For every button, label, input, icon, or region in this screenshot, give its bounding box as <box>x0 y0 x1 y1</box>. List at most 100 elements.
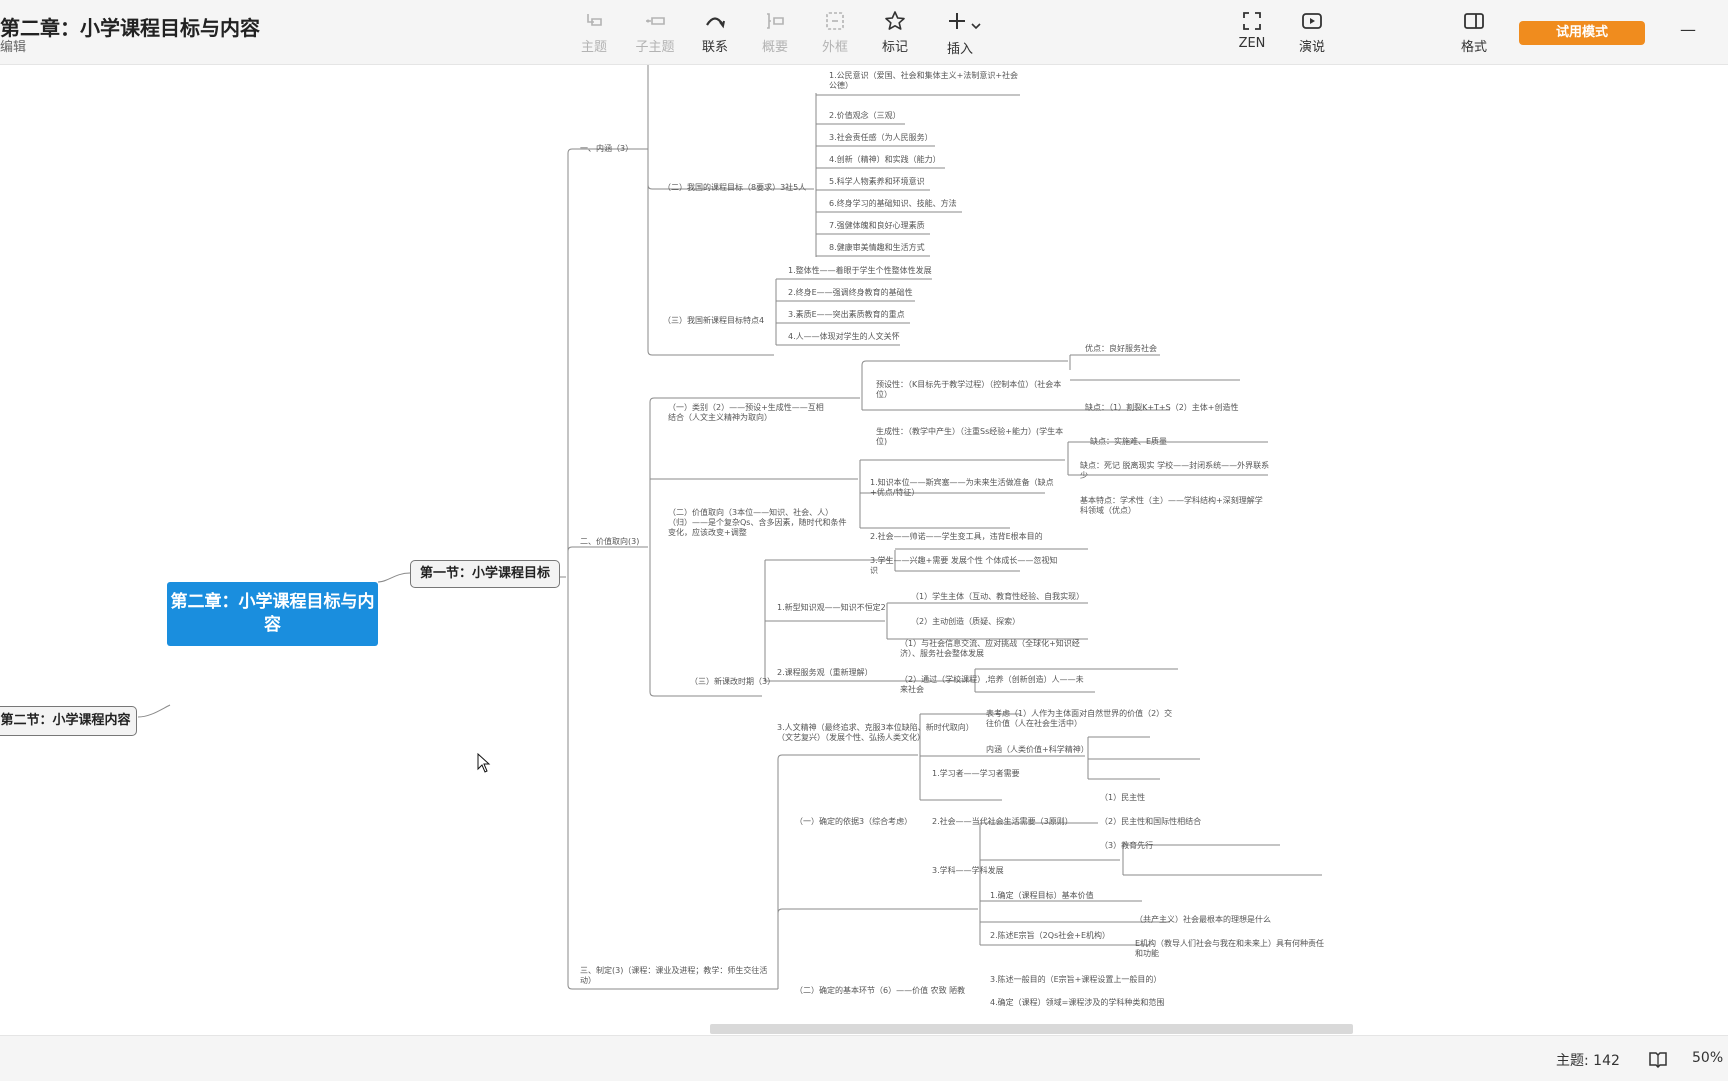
section-topic-2[interactable]: 第二节：小学课程内容 <box>0 706 137 736</box>
relation-icon <box>706 17 725 29</box>
leaf-node[interactable]: 2.社会——当代社会生活需要（3原则） <box>932 817 1073 826</box>
insert-label: 插入 <box>946 42 973 57</box>
leaf-node[interactable]: 优点：良好服务社会 <box>1085 344 1157 353</box>
leaf-node[interactable]: 5.科学人物素养和环境意识 <box>829 177 925 186</box>
leaf-node[interactable]: 1.确定（课程目标）基本价值 <box>990 891 1094 900</box>
leaf-node[interactable]: 1.知识本位——斯宾塞——为未来生活做准备（缺点+优点/特征） <box>870 478 1054 497</box>
branch-node[interactable]: （二）确定的基本环节（6）——价值 农致 陋教 <box>795 986 966 995</box>
topic-icon <box>587 14 602 26</box>
boundary-button[interactable]: 外框 <box>805 10 865 58</box>
leaf-node[interactable]: 预设性：（K目标先于教学过程）（控制本位）（社会本位） <box>876 380 1062 399</box>
topic-count: 主题: 142 <box>1556 1053 1620 1069</box>
branch-node[interactable]: （三）我国新课程目标特点4 <box>663 316 765 325</box>
zen-label: ZEN <box>1238 36 1266 51</box>
leaf-node[interactable]: 3.素质E——突出素质教育的重点 <box>788 310 905 319</box>
leaf-node[interactable]: 2.价值观念（三观） <box>829 111 901 120</box>
connector <box>649 691 762 697</box>
format-panel-icon <box>1464 13 1484 29</box>
subtopic-label: 子主题 <box>635 40 675 55</box>
mindmap-canvas[interactable]: 第二章：小学课程目标与内容 第一节：小学课程目标 第二节：小学课程内容 一、内涵… <box>0 65 1728 1025</box>
boundary-icon <box>826 12 844 30</box>
relation-label: 联系 <box>701 40 728 55</box>
connector <box>777 908 978 914</box>
zen-button[interactable]: ZEN <box>1222 10 1282 58</box>
leaf-node[interactable]: 1.公民意识（爱国、社会和集体主义+法制意识+社会公德） <box>829 71 1019 90</box>
leaf-node[interactable]: 缺点：（1）割裂K+T+S（2）主体+创造性 <box>1085 403 1239 412</box>
branch-node[interactable]: （三）新课改时期（3） <box>690 677 776 686</box>
document-title[interactable]: 第二章：小学课程目标与内容 <box>0 16 260 40</box>
document-subtitle: 编辑 <box>0 40 27 55</box>
leaf-node[interactable]: （1）学生主体（互动、教育性经验、自我实现） <box>911 592 1085 601</box>
present-label: 演说 <box>1298 40 1325 55</box>
leaf-node[interactable]: （1）民主性 <box>1100 793 1146 802</box>
connector <box>377 572 411 583</box>
marker-button[interactable]: 标记 <box>865 10 925 58</box>
leaf-node[interactable]: 缺点：实施难、E质量 <box>1090 437 1168 446</box>
leaf-node[interactable]: 3.社会责任感（为人民服务） <box>829 133 933 142</box>
leaf-node[interactable]: （3）教育先行 <box>1100 841 1154 850</box>
marker-label: 标记 <box>881 40 908 55</box>
branch-node[interactable]: （二）我国的课程目标（8要求）3社5人 <box>663 183 807 192</box>
horizontal-scrollbar[interactable] <box>710 1024 1353 1034</box>
mindmap-connectors <box>137 65 1322 990</box>
topic-button[interactable]: 主题 <box>564 10 624 58</box>
leaf-node[interactable]: 8.健康审美情趣和生活方式 <box>829 243 925 252</box>
leaf-node[interactable]: 6.终身学习的基础知识、技能、方法 <box>829 199 957 208</box>
leaf-node[interactable]: 1.学习者——学习者需要 <box>932 769 1020 778</box>
leaf-node[interactable]: 3.学生——兴趣+需要 发展个性 个体成长——忽视知识 <box>870 556 1058 575</box>
leaf-node[interactable]: 生成性：（教学中产生）（注重Ss经验+能力）(学生本位) <box>876 427 1064 446</box>
connector <box>137 704 171 718</box>
leaf-node[interactable]: E机构（教导人们社会与我在和未来上）具有何种责任和功能 <box>1135 939 1325 958</box>
leaf-node[interactable]: 基本特点：学术性（主）——学科结构+深刻理解学科领域（优点） <box>1080 496 1263 515</box>
branch-node[interactable]: 一、内涵（3） <box>580 144 634 153</box>
outline-view-icon[interactable] <box>1648 1050 1668 1068</box>
leaf-node[interactable]: 3.人文精神（最终追求、克服3本位缺陷、新时代取向）（文艺复兴）（发展个性、弘扬… <box>777 723 970 742</box>
mouse-cursor-icon <box>477 753 491 773</box>
leaf-node[interactable]: 2.陈述E宗旨（2Qs社会+E机构） <box>990 931 1110 940</box>
leaf-node[interactable]: 1.新型知识观——知识不恒定2 <box>777 603 886 612</box>
leaf-node[interactable]: 3.学科——学科发展 <box>932 866 1004 875</box>
branch-node[interactable]: 二、价值取向(3) <box>580 537 640 546</box>
leaf-node[interactable]: 2.终身E——强调终身教育的基础性 <box>788 288 913 297</box>
connector <box>649 397 860 403</box>
relation-button[interactable]: 联系 <box>685 10 745 58</box>
branch-node[interactable]: （二）价值取向（3本位——知识、社会、人）（归）——是个复杂Qs、含多因素，随时… <box>668 508 847 537</box>
leaf-node[interactable]: 内涵（人类价值+科学精神） <box>986 745 1089 754</box>
connector <box>647 184 814 190</box>
topic-label: 主题 <box>580 40 607 55</box>
insert-button[interactable]: 插入 <box>930 10 990 58</box>
central-topic[interactable]: 第二章：小学课程目标与内容 <box>167 582 378 646</box>
branch-node[interactable]: 三、制定(3)（课程：课业及进程；教学：师生交往活动） <box>580 966 768 985</box>
leaf-node[interactable]: 3.陈述一般目的（E宗旨+课程设置上一般目的） <box>990 975 1162 984</box>
leaf-node[interactable]: 4.人——体现对学生的人文关怀 <box>788 332 900 341</box>
leaf-node[interactable]: 1.整体性——着眼于学生个性整体性发展 <box>788 266 932 275</box>
subtopic-icon <box>646 17 665 25</box>
leaf-node[interactable]: 4.确定（课程）领域=课程涉及的学科种类和范围 <box>990 998 1165 1007</box>
zoom-level[interactable]: 50% <box>1692 1050 1724 1066</box>
leaf-node[interactable]: （共产主义）社会最根本的理想是什么 <box>1135 915 1271 924</box>
summary-icon <box>767 13 784 29</box>
leaf-node[interactable]: 7.强健体魄和良好心理素质 <box>829 221 925 230</box>
leaf-node[interactable]: （1）与社会信息交流、应对挑战（全球化+知识经济）、服务社会整体发展 <box>900 639 1080 658</box>
leaf-node[interactable]: 表考虑（1）人作为主体面对自然世界的价值（2）交往价值（人在社会生活中） <box>986 709 1173 728</box>
leaf-node[interactable]: （2）主动创造（质疑、探索） <box>911 617 1021 626</box>
leaf-node[interactable]: （2）民主性和国际性相结合 <box>1100 817 1202 826</box>
connector <box>567 148 648 154</box>
branch-node[interactable]: （一）确定的依据3（综合考虑） <box>795 817 913 826</box>
minimize-window-button[interactable]: — <box>1680 20 1696 39</box>
connector <box>567 984 778 990</box>
leaf-node[interactable]: 2.社会——帅诺——学生变工具，违背E根本目的 <box>870 532 1043 541</box>
subtopic-button[interactable]: 子主题 <box>625 10 685 58</box>
trial-mode-button[interactable]: 试用模式 <box>1519 21 1645 45</box>
leaf-node[interactable]: 4.创新（精神）和实践（能力） <box>829 155 941 164</box>
section-topic-1[interactable]: 第一节：小学课程目标 <box>410 560 560 588</box>
present-button[interactable]: 演说 <box>1282 10 1342 58</box>
status-bar: 主题: 142 50% <box>0 1035 1728 1081</box>
branch-node[interactable]: （一）类别（2）——预设+生成性——互相结合（人文主义精神为取向） <box>668 403 824 422</box>
format-button[interactable]: 格式 <box>1444 10 1504 58</box>
summary-button[interactable]: 概要 <box>745 10 805 58</box>
play-icon <box>1302 13 1322 29</box>
leaf-node[interactable]: 2.课程服务观（重新理解） <box>777 668 873 677</box>
leaf-node[interactable]: （2）通过（学校课程）,培养（创新创造）人——未来社会 <box>900 675 1084 694</box>
leaf-node[interactable]: 缺点：死记 脱离现实 学校——封闭系统——外界联系少 <box>1080 461 1270 480</box>
